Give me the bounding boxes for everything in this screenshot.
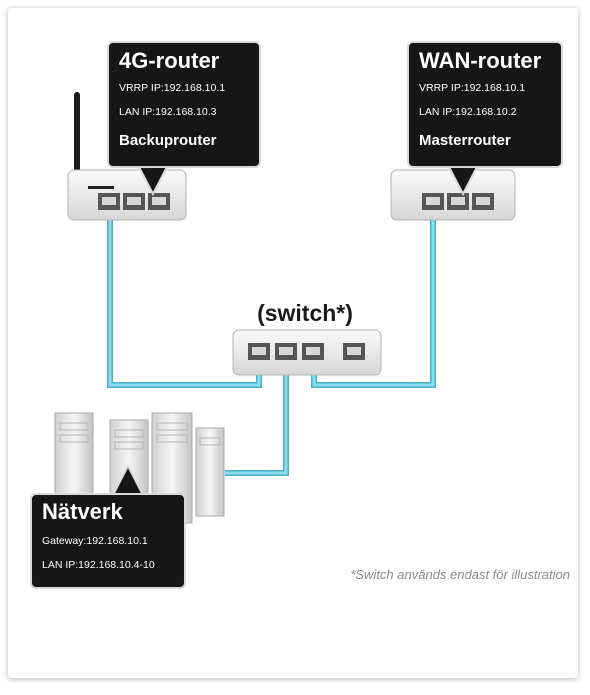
ethernet-port-icon [422,193,444,210]
network-title: Nätverk [42,499,123,524]
wan-router-role: Masterrouter [419,132,511,149]
ethernet-port-icon [302,343,324,360]
footnote: *Switch används endast för illustration [350,567,570,582]
wan-router-vrrp-ip: VRRP IP:192.168.10.1 [419,82,526,94]
wan-router-callout: WAN-router VRRP IP:192.168.10.1 LAN IP:1… [407,41,563,168]
4g-router-vrrp-ip: VRRP IP:192.168.10.1 [119,82,226,94]
ethernet-port-icon [343,343,365,360]
ethernet-port-icon [248,343,270,360]
ethernet-port-icon [98,193,120,210]
ethernet-port-icon [123,193,145,210]
server-icon [195,427,225,517]
network-gateway: Gateway:192.168.10.1 [42,535,148,547]
4g-router-callout: 4G-router VRRP IP:192.168.10.1 LAN IP:19… [107,41,261,168]
antenna-icon [74,92,80,182]
switch-label: (switch*) [257,300,353,326]
wan-router-device [390,169,516,221]
4g-router-lan-ip: LAN IP:192.168.10.3 [119,106,217,118]
ethernet-port-icon [148,193,170,210]
ethernet-port-icon [472,193,494,210]
network-callout: Nätverk Gateway:192.168.10.1 LAN IP:192.… [30,493,186,589]
4g-router-title: 4G-router [119,48,220,73]
ethernet-port-icon [447,193,469,210]
ethernet-port-icon [275,343,297,360]
cable-switch-to-network [225,355,289,476]
4g-router-role: Backuprouter [119,132,217,149]
wan-router-title: WAN-router [419,48,542,73]
wan-router-lan-ip: LAN IP:192.168.10.2 [419,106,517,118]
network-lan-ip: LAN IP:192.168.10.4-10 [42,559,155,571]
switch-device [232,329,382,376]
